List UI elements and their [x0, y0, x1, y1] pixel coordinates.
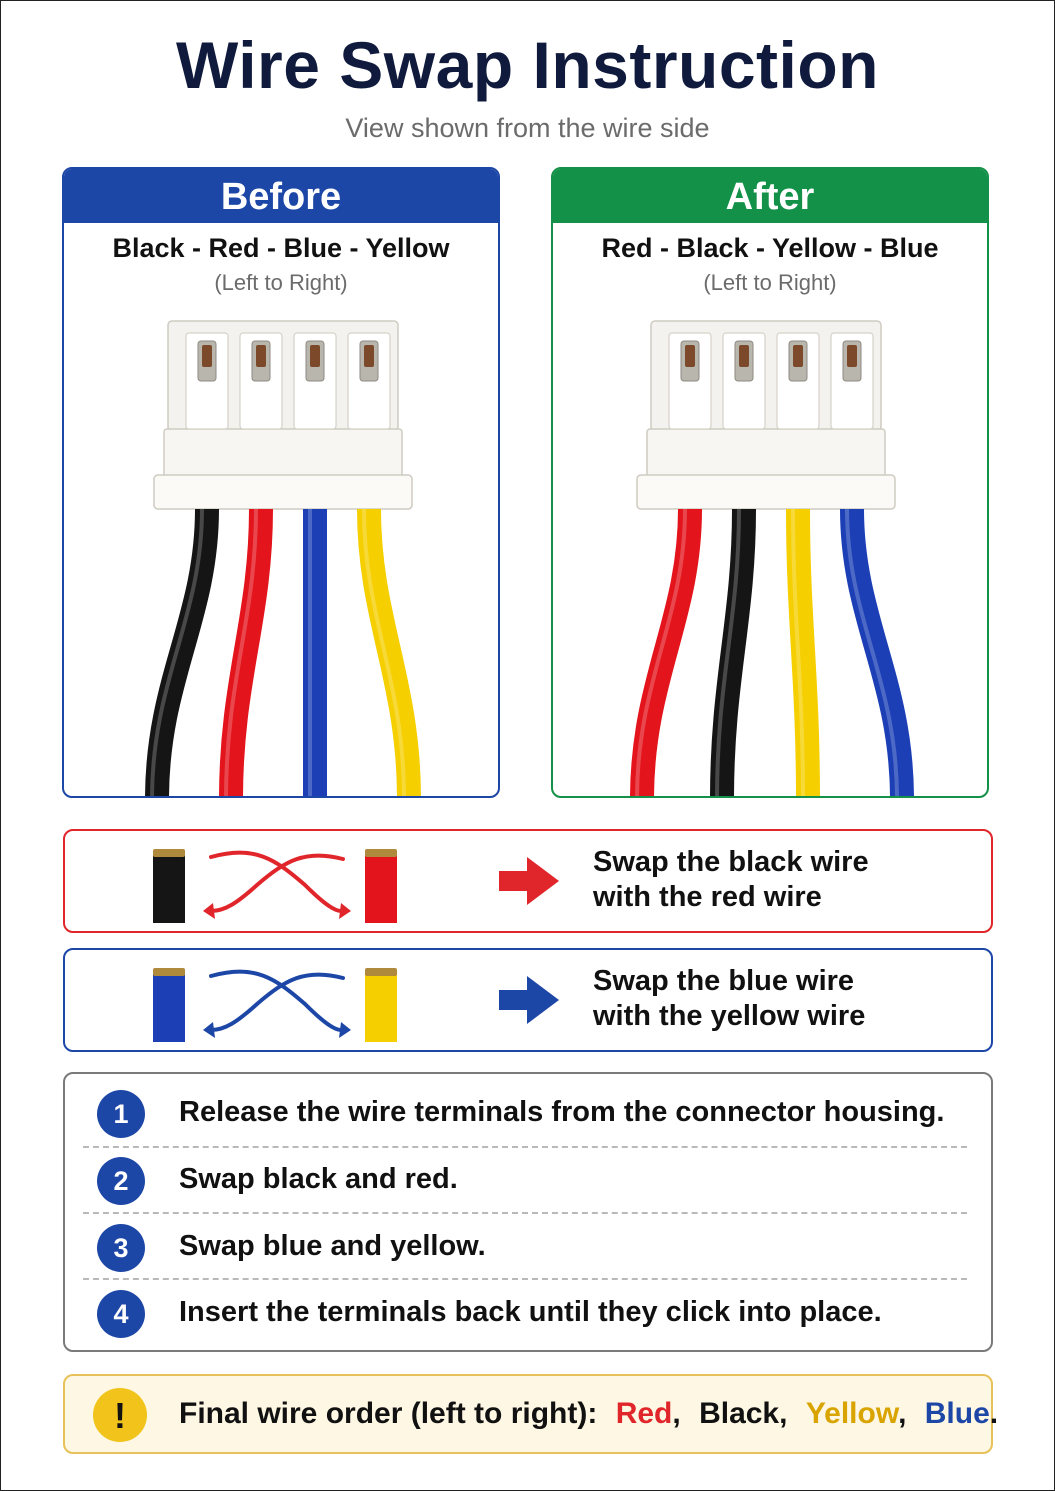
wire-highlight: [635, 508, 687, 796]
right-arrow-icon: [499, 976, 559, 1024]
swap-arrows-icon: [209, 969, 345, 1032]
step-number-badge: 4: [97, 1290, 145, 1338]
connector-housing: [636, 320, 896, 510]
step-number-badge: 2: [97, 1157, 145, 1205]
after-heading: After: [553, 169, 987, 223]
wire-highlight: [150, 508, 204, 796]
step-number-badge: 3: [97, 1224, 145, 1272]
divider: [83, 1146, 967, 1148]
terminal-contact: [793, 345, 803, 367]
after-direction-note: (Left to Right): [703, 270, 837, 295]
before-heading: Before: [64, 169, 498, 223]
final-item-sep: .: [989, 1397, 999, 1430]
wire-highlight: [791, 508, 805, 796]
page-title: Wire Swap Instruction: [176, 28, 879, 102]
step-item: 3 Swap blue and yellow.: [85, 1214, 969, 1280]
final-item-sep: ,: [672, 1397, 681, 1430]
terminal-contact: [685, 345, 695, 367]
final-order-item-blue: Blue.: [925, 1397, 998, 1430]
steps-list: 1 Release the wire terminals from the co…: [63, 1072, 993, 1352]
step-text: Swap blue and yellow.: [179, 1230, 486, 1262]
swap-blue-yellow-illustration: [153, 968, 397, 1042]
terminal-contact: [847, 345, 857, 367]
step-text: Release the wire terminals from the conn…: [179, 1096, 945, 1128]
wire-blue: [840, 508, 914, 796]
before-panel: Before Black - Red - Blue - Yellow (Left…: [62, 167, 500, 798]
before-direction-note: (Left to Right): [214, 270, 348, 295]
step-item: 4 Insert the terminals back until they c…: [85, 1280, 969, 1346]
final-item-sep: ,: [779, 1397, 788, 1430]
before-wire-order: Black - Red - Blue - Yellow: [112, 233, 450, 263]
swap-black-red-row: Swap the black wire with the red wire: [63, 829, 993, 933]
wire-red: [219, 508, 273, 796]
terminal-contact: [256, 345, 266, 367]
wire-highlight: [845, 508, 899, 796]
after-connector-illustration: [630, 320, 914, 796]
swap-black-red-illustration: [153, 849, 397, 923]
step-item: 1 Release the wire terminals from the co…: [85, 1080, 969, 1146]
wire-black: [710, 508, 756, 796]
wire-black: [145, 508, 219, 796]
swap-blue-yellow-text: Swap the blue wire with the yellow wire: [593, 964, 973, 1034]
before-connector-illustration: [145, 320, 421, 796]
final-order-item-black: Black,: [699, 1397, 787, 1430]
terminal-contact: [310, 345, 320, 367]
final-order-note: ! Final wire order (left to right): Red,…: [63, 1374, 998, 1454]
final-item-sep: ,: [898, 1397, 907, 1430]
final-order-text: Final wire order (left to right): Red, B…: [179, 1397, 998, 1431]
swap-black-red-text: Swap the black wire with the red wire: [593, 845, 973, 915]
connector-housing: [153, 320, 413, 510]
step-text: Swap black and red.: [179, 1163, 458, 1195]
step-number-badge: 1: [97, 1090, 145, 1138]
final-order-label: Final wire order (left to right):: [179, 1397, 598, 1430]
step-item: 2 Swap black and red.: [85, 1147, 969, 1213]
swap-arrows-icon: [209, 850, 345, 913]
terminal-contact: [739, 345, 749, 367]
right-arrow-icon: [499, 857, 559, 905]
page-subtitle: View shown from the wire side: [345, 113, 710, 143]
final-item-text: Black: [699, 1397, 780, 1430]
swap-blue-yellow-row: Swap the blue wire with the yellow wire: [63, 948, 993, 1052]
after-panel: After Red - Black - Yellow - Blue (Left …: [551, 167, 989, 798]
final-order-item-red: Red,: [616, 1397, 681, 1430]
step-text: Insert the terminals back until they cli…: [179, 1296, 882, 1328]
swap-line-2: with the red wire: [593, 881, 822, 913]
wire-highlight: [715, 508, 741, 796]
final-item-text: Blue: [924, 1397, 990, 1430]
swap-line-1: Swap the blue wire: [593, 965, 855, 997]
wire-red: [630, 508, 702, 796]
final-item-text: Yellow: [805, 1397, 899, 1430]
terminal-contact: [364, 345, 374, 367]
wire-yellow: [786, 508, 820, 796]
before-wires: [145, 508, 421, 796]
final-item-text: Red: [615, 1397, 673, 1430]
after-wires: [630, 508, 914, 796]
terminal-contact: [202, 345, 212, 367]
divider: [83, 1278, 967, 1280]
divider: [83, 1212, 967, 1214]
wire-yellow: [357, 508, 421, 796]
final-order-item-yellow: Yellow,: [806, 1397, 907, 1430]
wire-highlight: [224, 508, 258, 796]
wire-highlight: [362, 508, 406, 796]
swap-line-1: Swap the black wire: [593, 846, 869, 878]
warning-icon: !: [93, 1388, 147, 1442]
after-wire-order: Red - Black - Yellow - Blue: [601, 233, 939, 263]
swap-line-2: with the yellow wire: [593, 1000, 866, 1032]
